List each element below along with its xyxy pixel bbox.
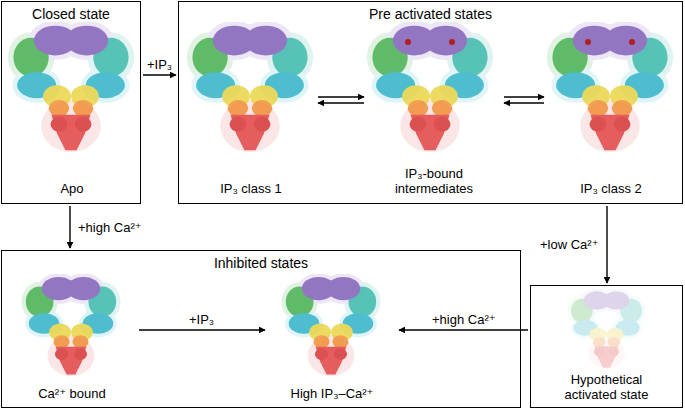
arrow-line xyxy=(143,74,176,75)
reaction-arrow xyxy=(70,206,71,248)
protein-class1 xyxy=(187,21,313,152)
panel-title: Pre activated states xyxy=(369,6,492,22)
protein-intermediate xyxy=(367,21,493,152)
text-holder: Hypothetical activated state xyxy=(531,372,682,403)
ligand-dot xyxy=(629,39,635,45)
text-holder: IP₃-bound intermediates xyxy=(366,166,502,197)
panel-title: Closed state xyxy=(32,6,110,22)
reaction-arrow xyxy=(607,206,608,283)
reaction-arrow xyxy=(399,330,528,331)
ligand-dot xyxy=(585,39,591,45)
ligand-dot xyxy=(449,39,455,45)
reagent-label: +IP₃ xyxy=(145,57,174,72)
arrow-line xyxy=(69,206,70,248)
reagent-label: +IP₃ xyxy=(187,312,216,327)
arrow-line xyxy=(399,329,528,330)
reagent-label: +high Ca²⁺ xyxy=(76,220,144,235)
ligand-dot xyxy=(405,39,411,45)
text-holder: IP₃ class 1 xyxy=(186,179,316,197)
state-panel: Inhibited statesCa²⁺ bound High IP₃–Ca²⁺ xyxy=(1,250,521,408)
reaction-arrow xyxy=(143,75,176,76)
arrow-line xyxy=(139,329,265,330)
protein-high-ip3-ca xyxy=(281,273,380,376)
text-holder: Apo xyxy=(7,179,137,197)
panel-title: Inhibited states xyxy=(214,255,308,271)
equilibrium-arrow xyxy=(504,97,544,103)
protein-apo xyxy=(8,21,134,152)
arrow-line xyxy=(504,102,544,103)
state-node: Apo xyxy=(7,24,137,201)
arrow-line xyxy=(318,102,364,103)
text-holder: Closed state xyxy=(2,5,140,23)
arrow-line xyxy=(504,96,544,97)
state-label: IP₃-bound intermediates xyxy=(371,166,497,196)
state-node: IP₃ class 2 xyxy=(546,24,676,201)
state-panel: Closed stateApo xyxy=(1,1,141,204)
state-panel: Pre activated statesIP₃ class 1 IP₃-bound… xyxy=(178,1,683,204)
text-holder: IP₃ class 2 xyxy=(546,179,676,197)
state-label: Ca²⁺ bound xyxy=(38,386,106,401)
equilibrium-arrow xyxy=(318,97,364,103)
state-node: Ca²⁺ bound xyxy=(7,271,137,406)
text-holder: Inhibited states xyxy=(2,254,520,272)
state-node: IP₃ class 1 xyxy=(186,24,316,201)
text-holder: Ca²⁺ bound xyxy=(7,384,137,402)
text-holder: Pre activated states xyxy=(179,5,682,23)
state-label: Apo xyxy=(60,181,83,196)
text-holder: High IP₃–Ca²⁺ xyxy=(267,384,397,402)
protein-ca-bound xyxy=(21,273,120,376)
arrow-line xyxy=(606,206,607,283)
reagent-label: +low Ca²⁺ xyxy=(538,237,601,252)
state-node: High IP₃–Ca²⁺ xyxy=(267,271,397,406)
state-label: Hypothetical activated state xyxy=(547,372,667,402)
reagent-label: +high Ca²⁺ xyxy=(430,312,498,327)
state-label: IP₃ class 2 xyxy=(580,181,642,196)
arrow-line xyxy=(318,96,364,97)
reaction-arrow xyxy=(139,330,265,331)
state-box: Hypothetical activated state xyxy=(530,285,683,408)
protein-hypothetical xyxy=(568,288,646,369)
protein-class2 xyxy=(547,21,673,152)
state-node: IP₃-bound intermediates xyxy=(366,24,502,201)
state-label: High IP₃–Ca²⁺ xyxy=(291,386,374,401)
state-label: IP₃ class 1 xyxy=(220,181,282,196)
